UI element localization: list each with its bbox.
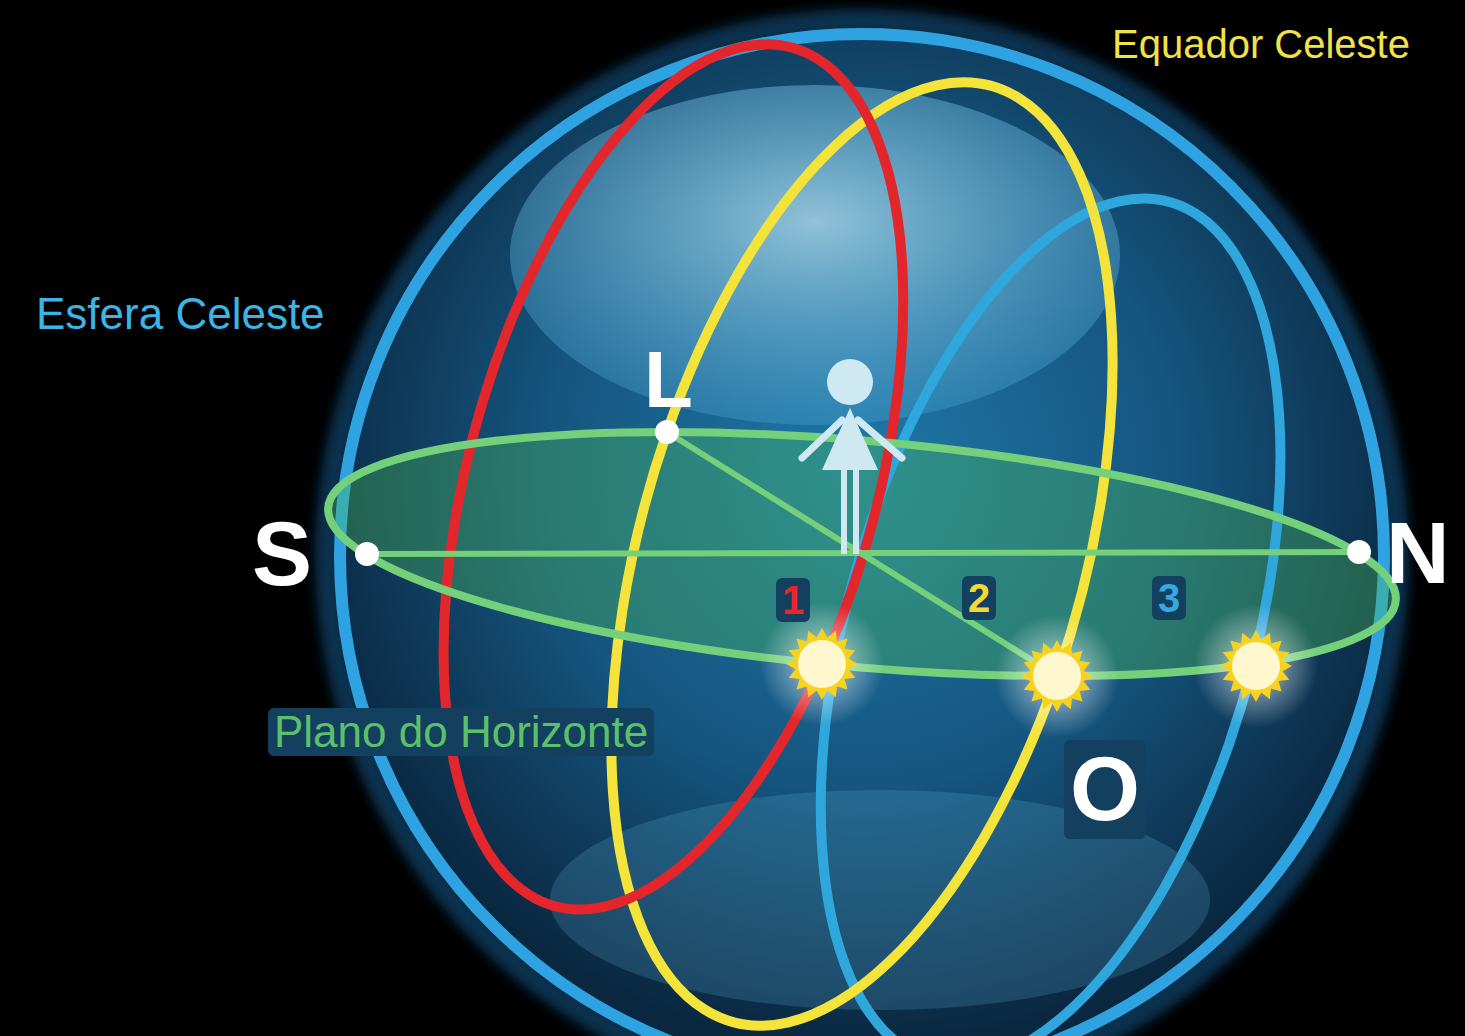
sun-3 — [1194, 604, 1318, 728]
north-letter: N — [1386, 505, 1450, 602]
sphere-label: Esfera Celeste — [36, 290, 325, 338]
sun-2 — [995, 614, 1119, 738]
east-letter: L — [644, 336, 693, 424]
south-point — [355, 542, 379, 566]
horizon-label: Plano do Horizonte — [268, 708, 654, 756]
south-letter: S — [252, 505, 312, 604]
callout-number: 1 — [776, 578, 810, 622]
west-letter: O — [1064, 740, 1146, 839]
sun-path-1 — [350, 0, 996, 1007]
equator-label: Equador Celeste — [1112, 22, 1410, 66]
callout-number: 3 — [1152, 576, 1186, 620]
observer-figure — [802, 359, 902, 554]
sun-path-3 — [727, 101, 1373, 1036]
north-point — [1347, 540, 1371, 564]
celestial-equator — [510, 0, 1215, 1036]
callout-number: 2 — [962, 576, 996, 620]
